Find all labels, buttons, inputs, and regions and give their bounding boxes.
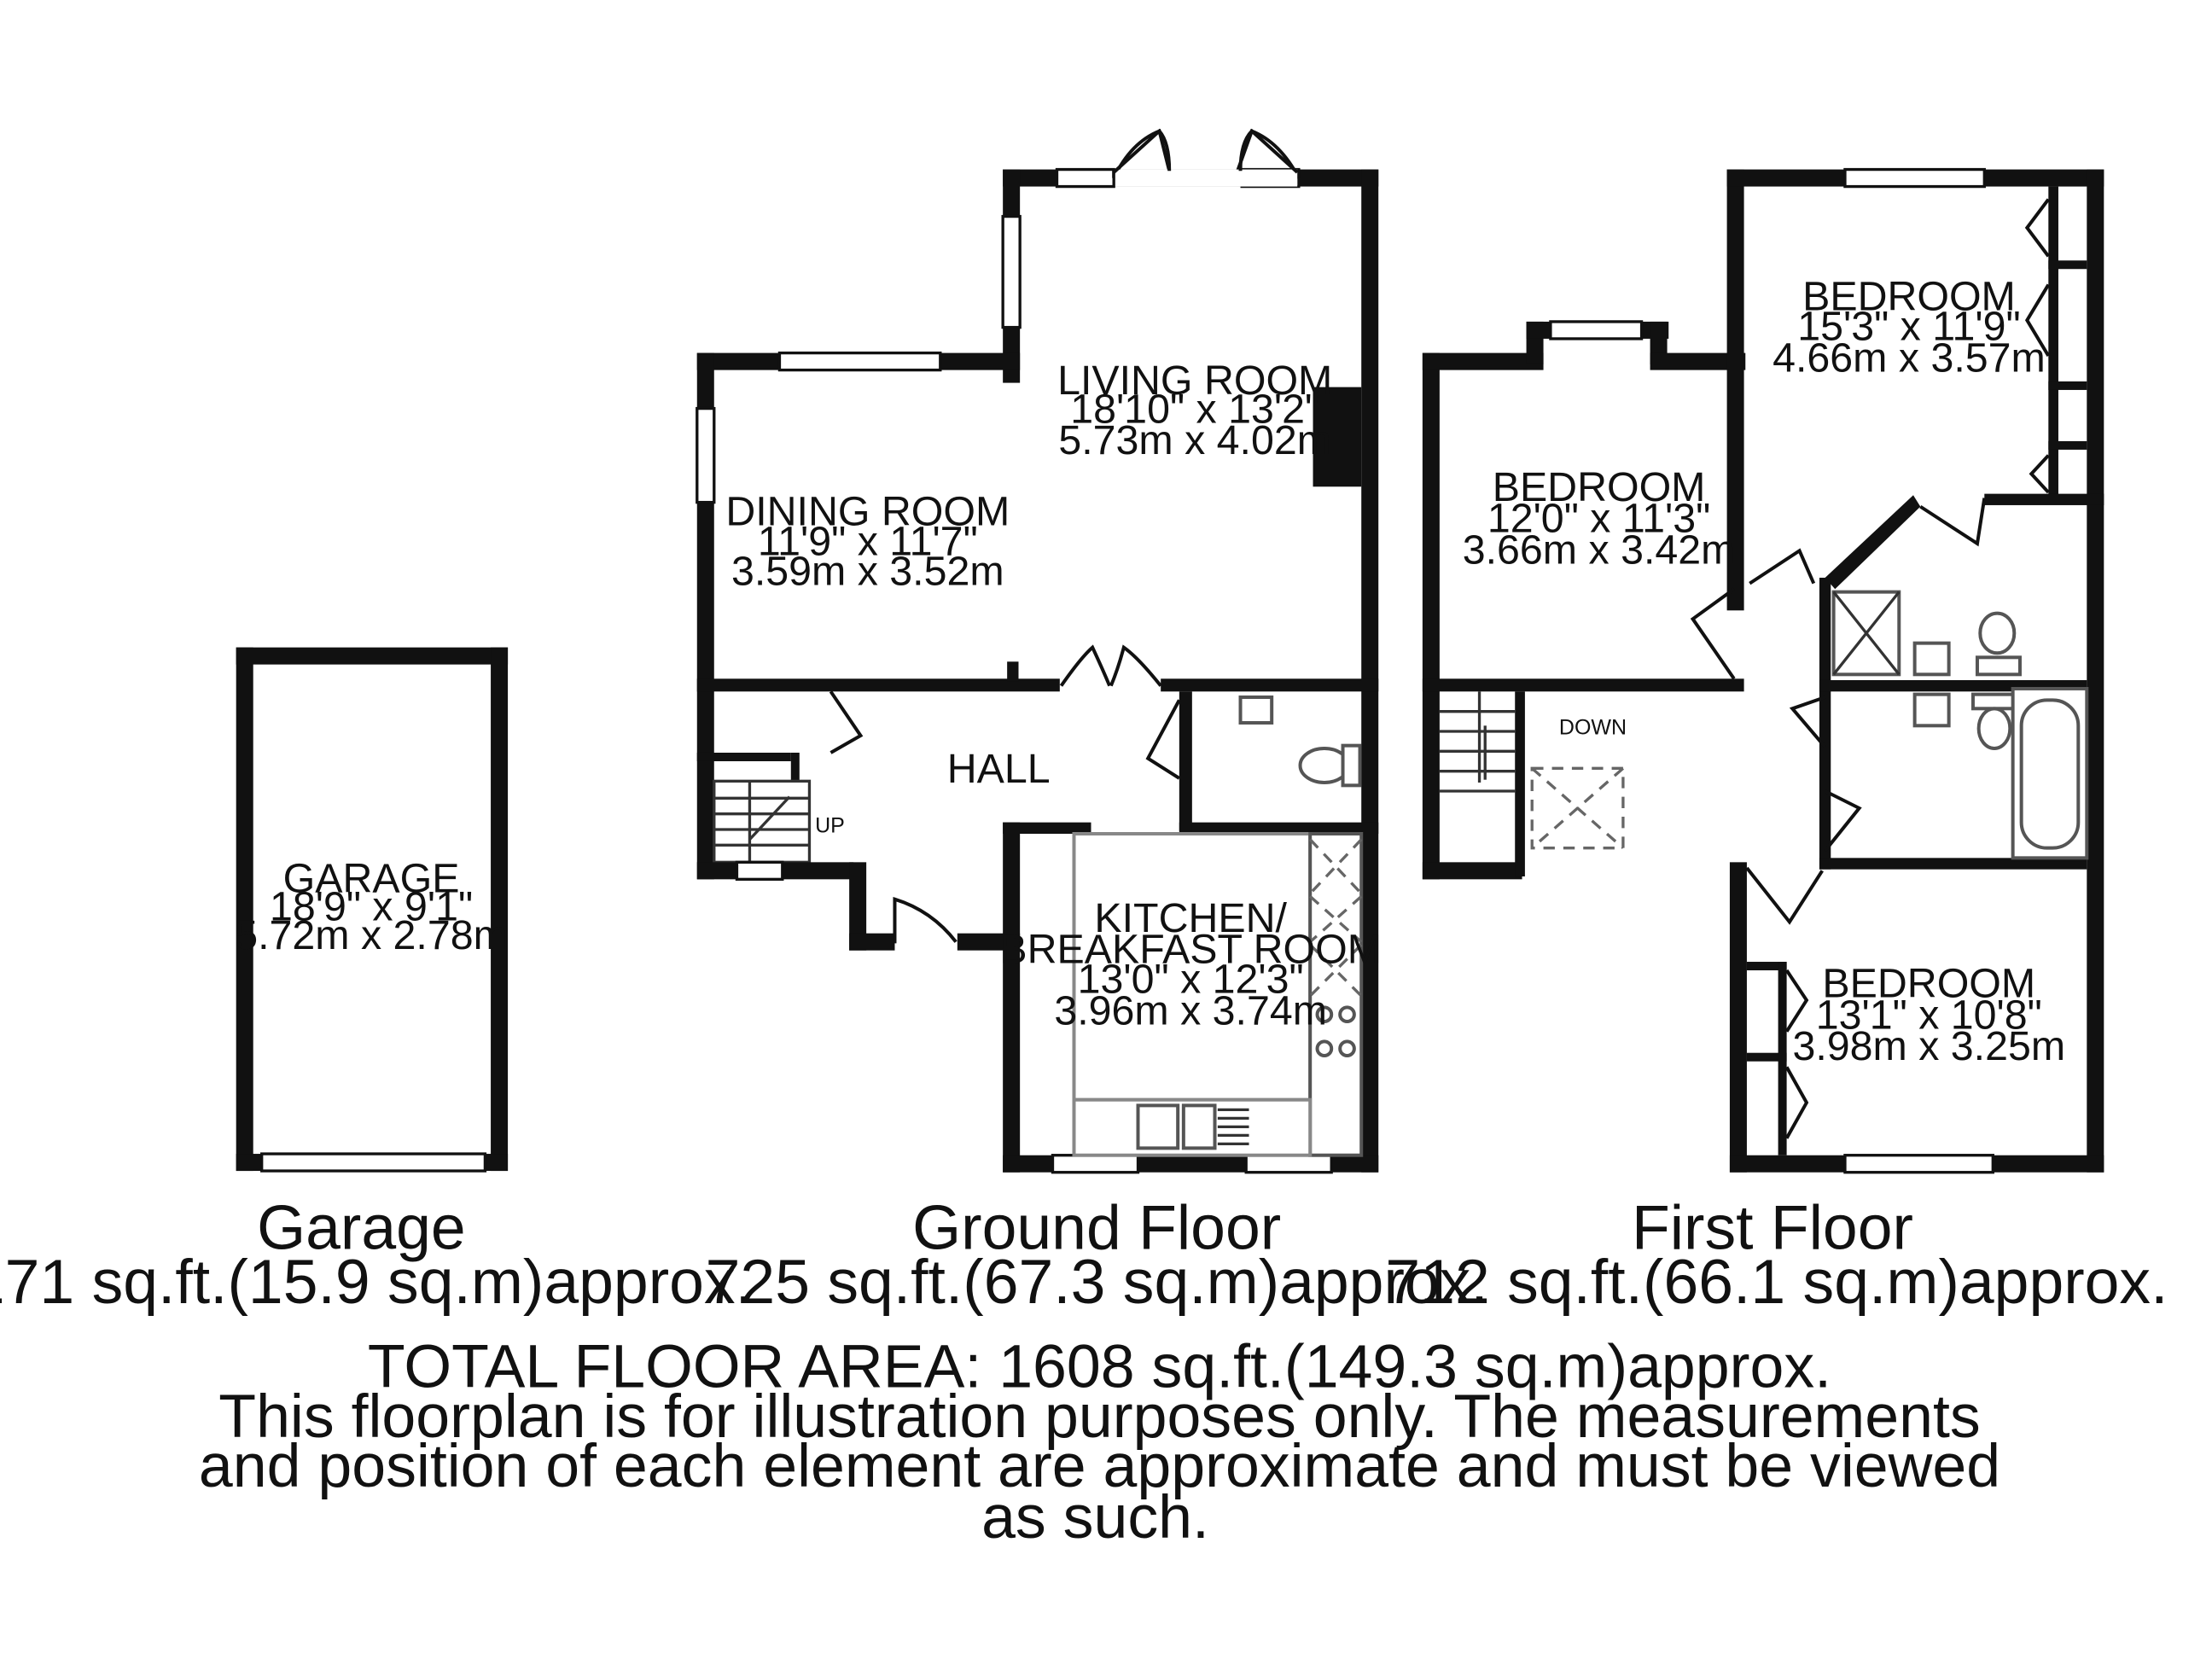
door (1749, 548, 1816, 585)
toilet-icon (1975, 611, 2022, 677)
footer-notes: TOTAL FLOOR AREA: 1608 sq.ft.(149.3 sq.m… (199, 1332, 2000, 1551)
first-floor-plan: DOWN BEDROOM 12'0" x 11'3" 3.66m x 3.42m… (1422, 167, 2104, 1174)
window (1843, 1154, 1994, 1174)
dining-room-name: DINING ROOM (725, 488, 1010, 534)
wardrobe-doors (1784, 969, 1809, 1139)
ground-floor-caption-title: Ground Floor (912, 1193, 1281, 1263)
hob-icon (1315, 1005, 1356, 1058)
window (1244, 1154, 1333, 1174)
ground-floor-caption-area: 725 sq.ft.(67.3 sq.m)approx. (706, 1247, 1488, 1317)
wc-door (1145, 699, 1181, 780)
window (1001, 214, 1022, 329)
kitchen-name-line2: BREAKFAST ROOM (999, 927, 1382, 973)
wardrobe-doors (2024, 198, 2051, 494)
first-floor-caption-area: 712 sq.ft.(66.1 sq.m)approx. (1385, 1247, 2168, 1317)
loft-hatch (1530, 766, 1625, 850)
shower-tray-icon (1831, 590, 1901, 677)
kitchen-units (1308, 832, 1364, 1157)
basin-icon (1912, 692, 1951, 728)
garage-plan: GARAGE 18'9" x 9'1" 5.72m x 2.78m (235, 647, 509, 1173)
basin-icon (1912, 641, 1951, 677)
window (735, 860, 784, 882)
window (1051, 1154, 1140, 1174)
window (696, 406, 716, 504)
bedroom-left-metric: 3.66m x 3.42m (1463, 527, 1736, 573)
stairs-up: UP (713, 779, 845, 864)
window (1549, 320, 1644, 341)
window (1843, 167, 1986, 189)
bedroom-bottom-metric: 3.98m x 3.25m (1792, 1023, 2065, 1069)
garage-caption-area: 171 sq.ft.(15.9 sq.m)approx. (0, 1247, 753, 1317)
kitchen-worktop-outline (1072, 832, 1313, 1102)
garage-caption-title: Garage (257, 1193, 466, 1263)
floor-captions: Garage 171 sq.ft.(15.9 sq.m)approx. Grou… (0, 1193, 2168, 1317)
ground-floor-plan: UP (696, 128, 1382, 1174)
toilet-icon (1298, 743, 1362, 788)
bedroom-top-imperial: 15'3" x 11'9" (1797, 304, 2020, 350)
door (1919, 498, 1987, 547)
stairs-down: DOWN (1439, 691, 1627, 793)
first-floor-caption-title: First Floor (1632, 1193, 1913, 1263)
garage-room-imperial: 18'9" x 9'1" (270, 884, 473, 930)
disclaimer-line-3: as such. (981, 1483, 1209, 1551)
sink-icon (1136, 1103, 1249, 1150)
bathroom-doors (1789, 696, 1862, 853)
window (1055, 167, 1115, 189)
bath-icon (2011, 686, 2089, 860)
living-room-imperial: 18'10" x 13'2" (1070, 386, 1319, 432)
living-room-name: LIVING ROOM (1057, 358, 1332, 404)
bedroom-top-metric: 4.66m x 3.57m (1773, 335, 2046, 381)
bedroom-bottom-imperial: 13'1" x 10'8" (1816, 992, 2042, 1038)
hall-name: HALL (947, 746, 1051, 792)
bedroom-left-name: BEDROOM (1493, 464, 1706, 510)
garage-room-name: GARAGE (283, 855, 460, 901)
garage-room-metric: 5.72m x 2.78m (235, 912, 508, 958)
kitchen-imperial: 13'0" x 12'3" (1078, 957, 1304, 1003)
living-room-metric: 5.73m x 4.02m (1058, 417, 1331, 463)
bedroom-bottom-name: BEDROOM (1822, 961, 2035, 1007)
bedroom-top-name: BEDROOM (1802, 274, 2016, 320)
front-door (893, 896, 958, 944)
french-doors (1112, 128, 1301, 179)
door (1690, 587, 1736, 680)
chimney-breast (1313, 387, 1362, 487)
total-floor-area: TOTAL FLOOR AREA: 1608 sq.ft.(149.3 sq.m… (368, 1332, 1831, 1400)
dining-room-metric: 3.59m x 3.52m (731, 548, 1004, 594)
stairs-up-label: UP (815, 813, 845, 837)
door (829, 690, 864, 754)
toilet-icon (1970, 692, 2017, 750)
dining-room-imperial: 11'9" x 11'7" (758, 518, 978, 564)
garage-door-opening (260, 1152, 487, 1173)
kitchen-name-line1: KITCHEN/ (1094, 895, 1287, 941)
door (1745, 866, 1824, 925)
disclaimer-line-1: This floorplan is for illustration purpo… (218, 1382, 1980, 1451)
window (777, 351, 942, 372)
disclaimer-line-2: and position of each element are approxi… (199, 1432, 2000, 1500)
french-doors-leaves (1112, 128, 1299, 174)
kitchen-metric: 3.96m x 3.74m (1054, 987, 1327, 1033)
double-doors (1059, 644, 1162, 687)
stairs-down-label: DOWN (1559, 715, 1627, 739)
basin-icon (1238, 695, 1274, 725)
bedroom-left-imperial: 12'0" x 11'3" (1487, 496, 1710, 542)
